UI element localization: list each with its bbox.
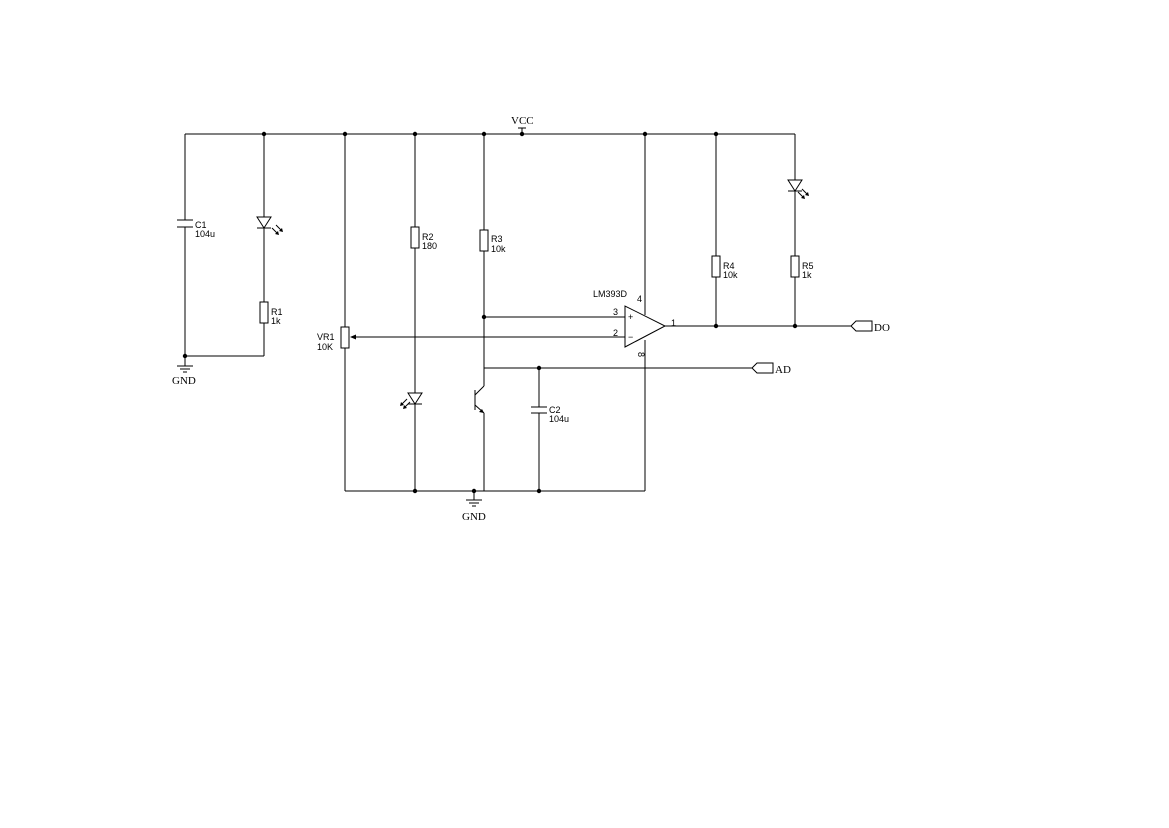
led-triangle-icon bbox=[407, 392, 423, 405]
junction-dot bbox=[182, 353, 188, 359]
led-triangle-icon bbox=[787, 179, 803, 192]
resistor-r4: R4 10k bbox=[711, 255, 738, 280]
junction-dot bbox=[642, 131, 648, 137]
potentiometer-vr1: VR1 10K bbox=[317, 326, 356, 352]
junction-dot bbox=[412, 488, 418, 494]
junction-dot bbox=[412, 131, 418, 137]
c1-value: 104u bbox=[195, 229, 215, 239]
r2-value: 180 bbox=[422, 241, 437, 251]
r1-ref: R1 bbox=[271, 307, 283, 317]
resistor-body-icon bbox=[479, 229, 489, 252]
vr1-value: 10K bbox=[317, 342, 333, 352]
ad-label: AD bbox=[775, 364, 791, 376]
c2-value: 104u bbox=[549, 414, 569, 424]
junction-dot bbox=[519, 131, 525, 137]
junction-dot bbox=[342, 131, 348, 137]
resistor-body-icon bbox=[410, 226, 420, 249]
junction-dot bbox=[713, 131, 719, 137]
r3-value: 10k bbox=[491, 244, 506, 254]
light-emission-arrows-icon bbox=[271, 224, 283, 235]
junction-dot bbox=[471, 488, 477, 494]
capacitor-c1: C1 104u bbox=[177, 219, 215, 239]
vcc-label: VCC bbox=[511, 115, 534, 127]
port-flag-icon bbox=[850, 320, 873, 332]
led-d2 bbox=[400, 392, 423, 409]
gnd-label-left: GND bbox=[172, 375, 196, 387]
light-emission-arrows-icon bbox=[797, 188, 809, 199]
potentiometer-body-icon bbox=[340, 326, 350, 349]
resistor-body-icon bbox=[790, 255, 800, 278]
capacitor-c2: C2 104u bbox=[531, 405, 569, 424]
emitter-arrow-icon bbox=[479, 409, 484, 413]
wiper-arrow-icon bbox=[350, 334, 356, 340]
ground-icon bbox=[177, 365, 193, 373]
ground-icon bbox=[466, 499, 482, 507]
pin-4-label: 4 bbox=[637, 294, 642, 304]
junction-dot bbox=[536, 365, 542, 371]
junction-dot bbox=[792, 323, 798, 329]
pin-1-label: 1 bbox=[671, 318, 676, 328]
r5-value: 1k bbox=[802, 270, 812, 280]
pin-2-label: 2 bbox=[613, 328, 618, 338]
pin-8-label: 8 bbox=[636, 352, 646, 357]
gnd-label-bottom: GND bbox=[462, 511, 486, 523]
resistor-body-icon bbox=[259, 301, 269, 324]
comparator-triangle-icon bbox=[624, 305, 667, 348]
port-ad: AD bbox=[751, 362, 791, 376]
pin-3-label: 3 bbox=[613, 307, 618, 317]
comparator-plus-sign: + bbox=[628, 312, 633, 322]
r4-value: 10k bbox=[723, 270, 738, 280]
junction-dot bbox=[536, 488, 542, 494]
resistor-r5: R5 1k bbox=[790, 255, 814, 280]
port-flag-icon bbox=[751, 362, 774, 374]
ground-symbol-left: GND bbox=[172, 365, 196, 387]
junction-dot bbox=[261, 131, 267, 137]
resistor-body-icon bbox=[711, 255, 721, 278]
resistor-r2: R2 180 bbox=[410, 226, 437, 251]
u1-ref: LM393D bbox=[593, 289, 628, 299]
junction-dot bbox=[481, 314, 487, 320]
resistor-r3: R3 10k bbox=[479, 229, 506, 254]
wires bbox=[184, 127, 851, 500]
port-do: DO bbox=[850, 320, 890, 334]
c1-ref: C1 bbox=[195, 220, 207, 230]
r1-value: 1k bbox=[271, 316, 281, 326]
light-emission-arrows-icon bbox=[400, 398, 411, 409]
ground-symbol-bottom: GND bbox=[462, 499, 486, 523]
r3-ref: R3 bbox=[491, 234, 503, 244]
comparator-lm393d: + − LM393D 4 3 2 1 8 bbox=[593, 289, 676, 357]
comparator-minus-sign: − bbox=[628, 332, 633, 342]
do-label: DO bbox=[874, 322, 890, 334]
vr1-ref: VR1 bbox=[317, 332, 335, 342]
junction-dot bbox=[713, 323, 719, 329]
led-triangle-icon bbox=[256, 216, 272, 229]
resistor-r1: R1 1k bbox=[259, 301, 283, 326]
r2-ref: R2 bbox=[422, 232, 434, 242]
r5-ref: R5 bbox=[802, 261, 814, 271]
r4-ref: R4 bbox=[723, 261, 735, 271]
junction-dot bbox=[481, 131, 487, 137]
c2-ref: C2 bbox=[549, 405, 561, 415]
phototransistor-q1 bbox=[474, 385, 485, 414]
led-d1 bbox=[256, 216, 283, 235]
led-d3 bbox=[787, 179, 809, 199]
junctions bbox=[182, 131, 798, 494]
transistor-collector-icon bbox=[474, 385, 485, 396]
